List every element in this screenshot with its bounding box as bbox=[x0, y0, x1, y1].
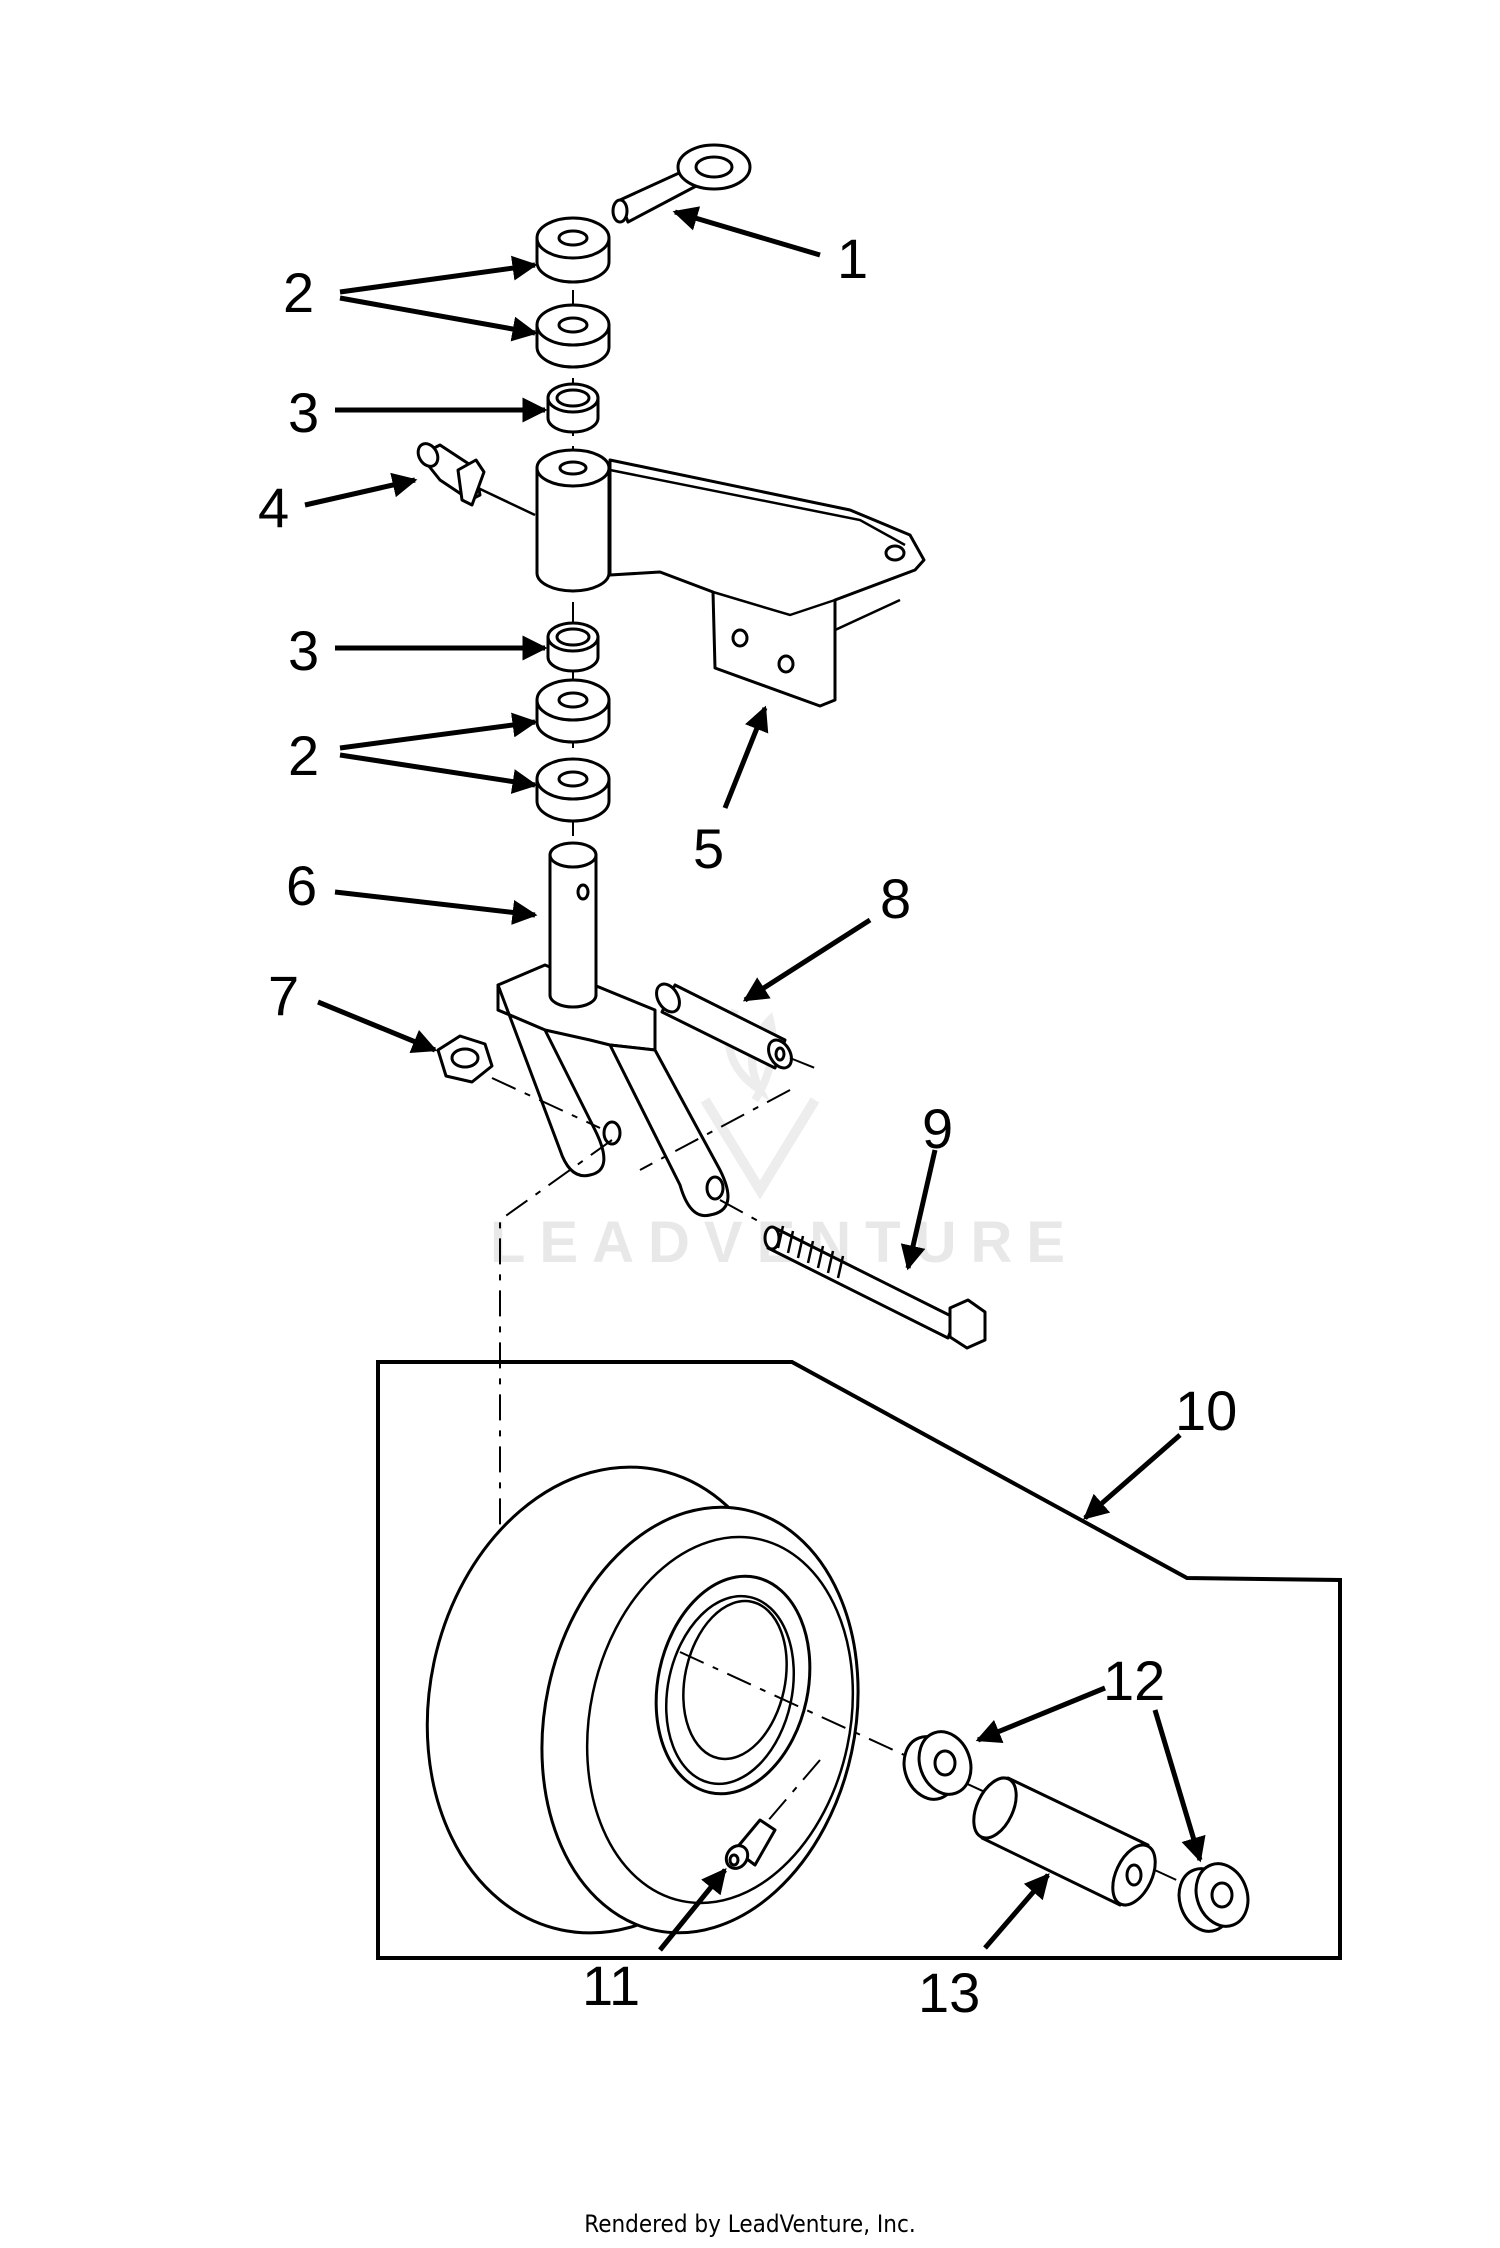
part-2-washer-top-a bbox=[535, 216, 611, 284]
part-3-bushing-bottom bbox=[546, 621, 600, 673]
leader-lines bbox=[304, 206, 1206, 1952]
wheel bbox=[425, 1465, 860, 1935]
part-5-caster-bracket bbox=[535, 448, 926, 708]
part-1-hitch-pin bbox=[611, 143, 752, 224]
callout-13: 13 bbox=[918, 1961, 980, 2024]
footer-credit: Rendered by LeadVenture, Inc. bbox=[584, 2210, 915, 2238]
part-2-washer-bottom-a bbox=[535, 678, 611, 744]
callout-2-bottom: 2 bbox=[288, 724, 319, 787]
callout-8: 8 bbox=[880, 867, 911, 930]
part-6-caster-fork bbox=[496, 841, 730, 1218]
part-9-bolt bbox=[719, 1199, 987, 1350]
part-10-wheel-assembly-box bbox=[376, 1360, 1342, 1960]
callout-3-bottom: 3 bbox=[288, 619, 319, 682]
part-2-washer-top-b bbox=[535, 303, 611, 369]
part-7-lock-nut bbox=[436, 1034, 601, 1129]
callout-1: 1 bbox=[837, 227, 868, 290]
part-12-washer-b bbox=[1177, 1862, 1250, 1933]
part-2-washer-bottom-b bbox=[535, 757, 611, 823]
callout-3-top: 3 bbox=[288, 381, 319, 444]
callout-5: 5 bbox=[693, 817, 724, 880]
callout-6: 6 bbox=[286, 854, 317, 917]
part-13-axle-spacer bbox=[972, 1776, 1157, 1907]
part-8-spacer-tube bbox=[639, 982, 821, 1171]
part-3-bushing-top bbox=[546, 382, 600, 434]
callout-11: 11 bbox=[582, 1954, 640, 2017]
part-4-grease-fitting bbox=[416, 442, 536, 517]
callout-4: 4 bbox=[258, 476, 289, 539]
callout-7: 7 bbox=[268, 964, 299, 1027]
part-12-washer-a bbox=[902, 1730, 973, 1801]
part-11-grease-fitting bbox=[724, 1818, 777, 1870]
callout-12: 12 bbox=[1103, 1649, 1165, 1712]
callout-2-top: 2 bbox=[283, 261, 314, 324]
callout-10: 10 bbox=[1175, 1379, 1237, 1442]
callout-9: 9 bbox=[922, 1097, 953, 1160]
